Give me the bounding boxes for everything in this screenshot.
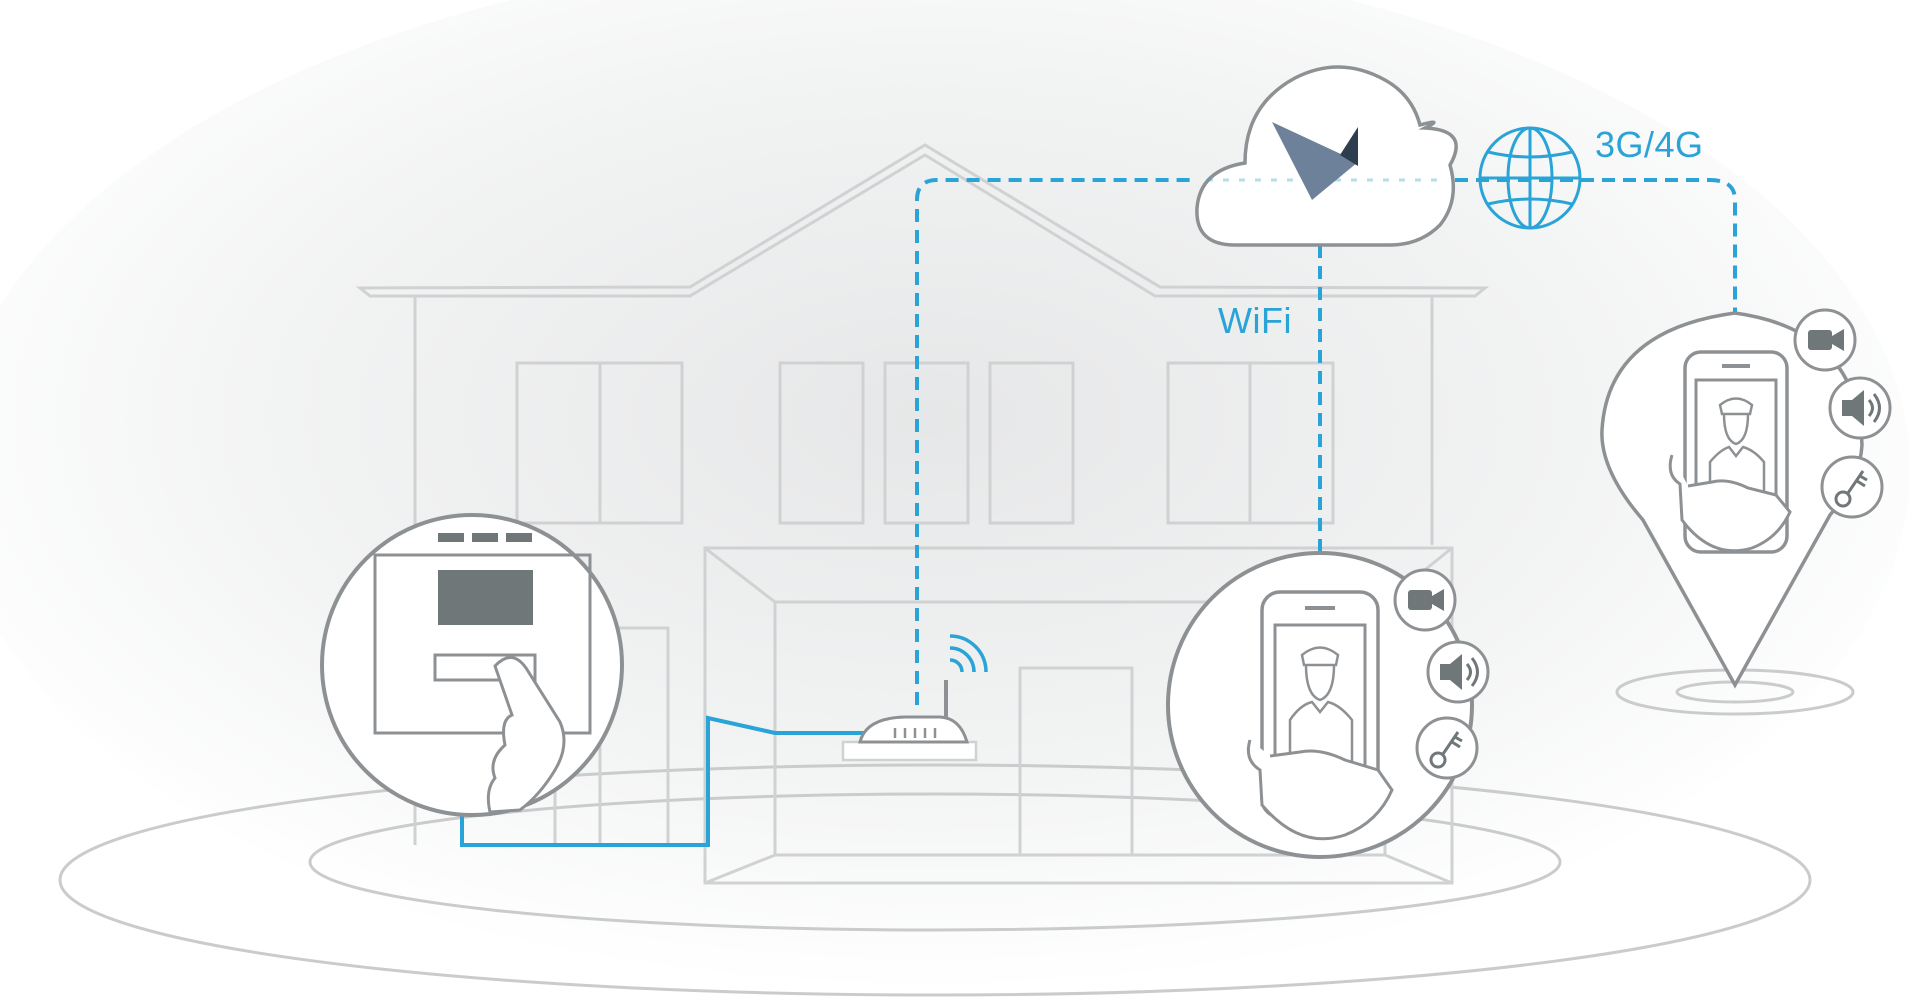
globe-icon [1478, 126, 1582, 230]
wifi-label: WiFi [1218, 300, 1292, 341]
local-phone-group [1166, 551, 1490, 859]
garage-door [1018, 666, 1134, 857]
remote-visitor-avatar [1708, 397, 1766, 514]
window-4 [988, 361, 1075, 525]
video-camera-icon [1393, 568, 1457, 632]
garage-left-bevel [704, 546, 777, 885]
remote-video-camera-icon [1793, 308, 1857, 372]
brand-logo-mark [1272, 122, 1358, 200]
router-shelf [841, 740, 978, 762]
router-body [858, 715, 970, 744]
wifi-signal-icon [949, 634, 988, 673]
network-links [915, 178, 1737, 705]
map-pin-icon [1600, 308, 1892, 716]
window-2 [778, 361, 865, 525]
router-icon [841, 634, 988, 762]
pressing-hand [486, 656, 566, 814]
house-roof [355, 143, 1490, 298]
cloud-to-mobile-link [1455, 178, 1737, 350]
remote-holding-hand [1668, 454, 1792, 553]
panel-frame [373, 553, 592, 735]
holding-hand [1246, 739, 1394, 841]
visitor-avatar [1288, 646, 1354, 777]
router-to-cloud-link [915, 178, 1195, 705]
remote-speaker-icon [1828, 376, 1892, 440]
cloud-icon [1195, 65, 1458, 247]
ground-rings [58, 763, 1812, 997]
mobile-network-label: 3G/4G [1595, 124, 1704, 165]
ground-ring-outer [58, 763, 1812, 997]
brand-logo-accent [1340, 127, 1358, 166]
ground-ring-inner [308, 792, 1562, 932]
key-icon [1415, 716, 1479, 780]
panel-screen [438, 570, 533, 625]
remote-key-icon [1820, 455, 1884, 519]
window-3 [883, 361, 970, 525]
ethernet-cable [460, 715, 880, 847]
intercom-panel-icon [320, 513, 624, 817]
speaker-icon [1426, 640, 1490, 704]
